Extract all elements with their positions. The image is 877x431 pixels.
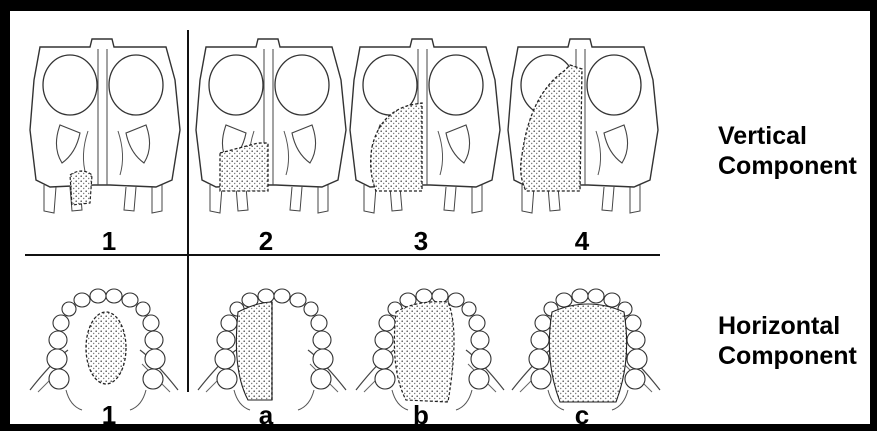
vertical-panel-label-4: 4	[562, 226, 602, 257]
vertical-panel-label-3: 3	[401, 226, 441, 257]
horizontal-panel-label-c: c	[562, 400, 602, 431]
vertical-label-line-2: Component	[718, 151, 857, 181]
horizontal-label-line-2: Component	[718, 341, 857, 371]
horizontal-component-label: Horizontal Component	[718, 311, 857, 371]
vertical-panel-label-2: 2	[246, 226, 286, 257]
vertical-component-label: Vertical Component	[718, 121, 857, 181]
horizontal-panel-label-1: 1	[89, 400, 129, 431]
vertical-label-line-1: Vertical	[718, 121, 857, 151]
horizontal-panel-label-b: b	[401, 400, 441, 431]
horizontal-label-line-1: Horizontal	[718, 311, 857, 341]
horizontal-panel-label-a: a	[246, 400, 286, 431]
vertical-panel-label-1: 1	[89, 226, 129, 257]
